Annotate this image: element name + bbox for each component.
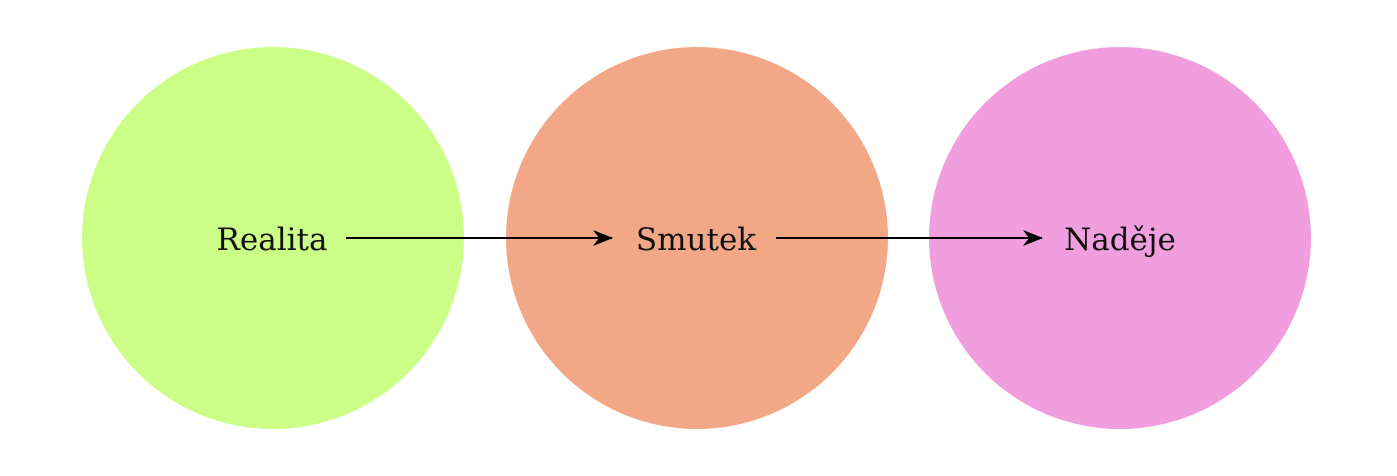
- node-label-smutek: Smutek: [636, 222, 756, 258]
- node-circle-smutek: [506, 47, 888, 429]
- node-label-realita: Realita: [217, 222, 328, 258]
- node-circle-nadeje: [929, 47, 1311, 429]
- node-circle-realita: [82, 47, 464, 429]
- node-label-nadeje: Naděje: [1064, 222, 1176, 258]
